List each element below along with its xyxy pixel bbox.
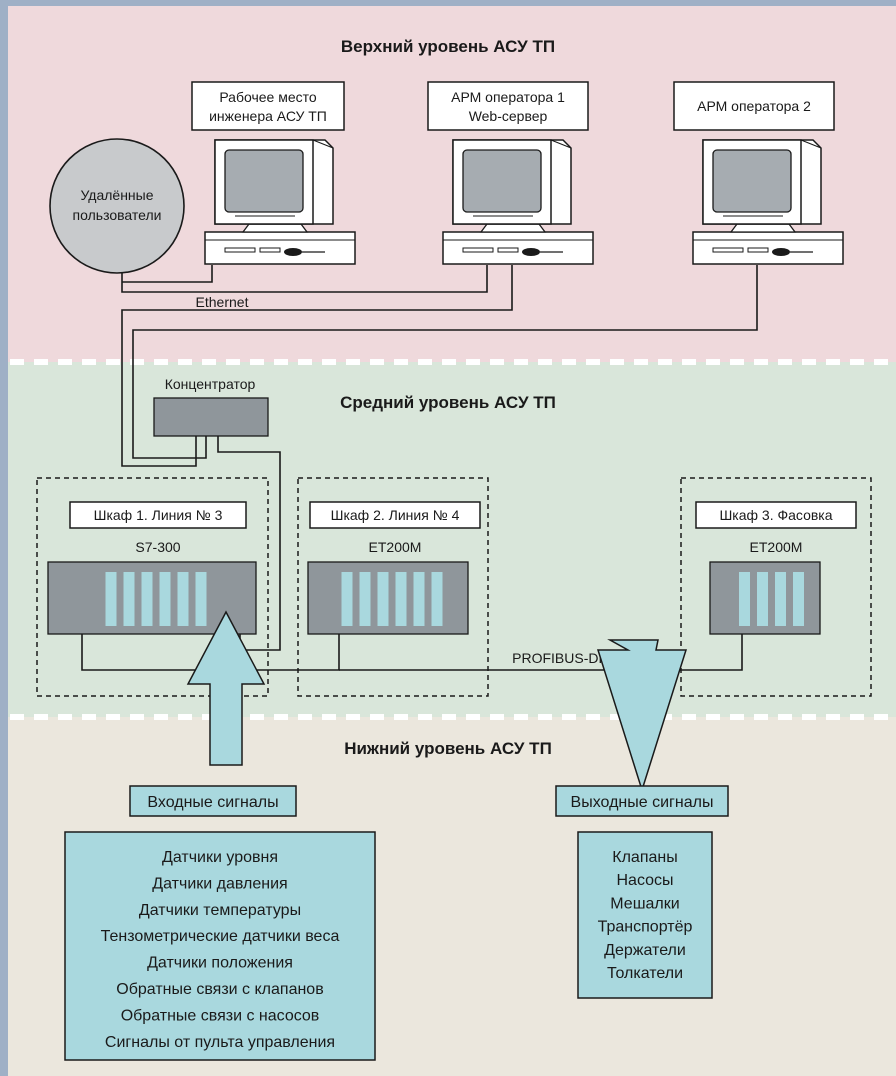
computer-icon [692,139,844,265]
module-slot [395,572,407,626]
hub-box [153,397,269,437]
module-slot [793,572,804,626]
remote-users-label: Удалённые [80,187,153,203]
workstation-label: Web-сервер [469,108,548,124]
module-slot [141,572,153,626]
signal-list-item: Тензометрические датчики веса [101,928,340,945]
module-slot [739,572,750,626]
middle-level-title: Средний уровень АСУ ТП [340,393,556,412]
output-signals-list-box [577,831,713,999]
signal-list-item: Толкатели [607,965,683,982]
cabinet-label: Шкаф 2. Линия № 4 [331,507,460,523]
remote-users-circle [49,138,185,274]
computer-icon [204,139,356,265]
signal-list-item: Транспортёр [598,919,693,936]
signal-list-item: Насосы [616,872,673,889]
output-signals-arrow-icon [596,639,688,793]
module-slot [775,572,786,626]
middle-level-zone [0,362,896,717]
cabinet-frame [680,477,872,697]
workstation-label: АРМ оператора 1 [451,89,565,105]
signal-list-item: Обратные связи с клапанов [116,981,323,998]
signal-list-item: Датчики уровня [162,849,278,866]
input-signals-title: Входные сигналы [147,794,278,811]
signal-list-item: Датчики положения [147,955,293,972]
module-slot [757,572,768,626]
signal-list-item: Датчики температуры [139,902,301,919]
signal-list-item: Обратные связи с насосов [121,1007,320,1024]
device-label: ET200M [750,539,803,555]
plc-module [47,561,257,635]
remote-users-label: пользователи [73,207,162,223]
signal-list-item: Сигналы от пульта управления [105,1034,335,1051]
signal-list-item: Мешалки [610,895,679,912]
cabinet-label-box [69,501,247,529]
ethernet-label: Ethernet [196,294,249,310]
module-slot [177,572,189,626]
cabinet-label-box [309,501,481,529]
frame-border [0,0,896,6]
module-slot [413,572,425,626]
device-label: S7-300 [135,539,180,555]
workstation-label-box [427,81,589,131]
module-slot [377,572,389,626]
upper-level-title: Верхний уровень АСУ ТП [341,37,555,56]
module-slot [123,572,135,626]
signal-list-item: Датчики давления [152,875,287,892]
workstation-label: АРМ оператора 2 [697,98,811,114]
device-label: ET200M [369,539,422,555]
plc-module [709,561,821,635]
workstation-label: Рабочее место [219,89,317,105]
computer-icon [442,139,594,265]
cabinet-frame [297,477,489,697]
module-slot [359,572,371,626]
ethernet-cabling [121,265,758,651]
cabinet-label-box [695,501,857,529]
cabinet-label: Шкаф 3. Фасовка [719,507,832,523]
module-slot [341,572,353,626]
lower-level-title: Нижний уровень АСУ ТП [344,739,552,758]
signal-list-item: Держатели [604,942,686,959]
module-slot [159,572,171,626]
input-signals-title-box [129,785,297,817]
output-signals-title: Выходные сигналы [571,794,714,811]
module-slot [195,572,207,626]
module-slot [105,572,117,626]
frame-border [0,0,8,1076]
profibus-label: PROFIBUS-DP [512,650,608,666]
cabinet-label: Шкаф 1. Линия № 3 [94,507,223,523]
output-signals-title-box [555,785,729,817]
input-signals-arrow-icon [186,610,266,766]
signal-list-item: Клапаны [612,849,677,866]
module-slot [431,572,443,626]
input-signals-list-box [64,831,376,1061]
workstation-label: инженера АСУ ТП [209,108,327,124]
hub-label: Концентратор [165,376,256,392]
plc-module [307,561,469,635]
workstation-label-box [191,81,345,131]
workstation-label-box [673,81,835,131]
